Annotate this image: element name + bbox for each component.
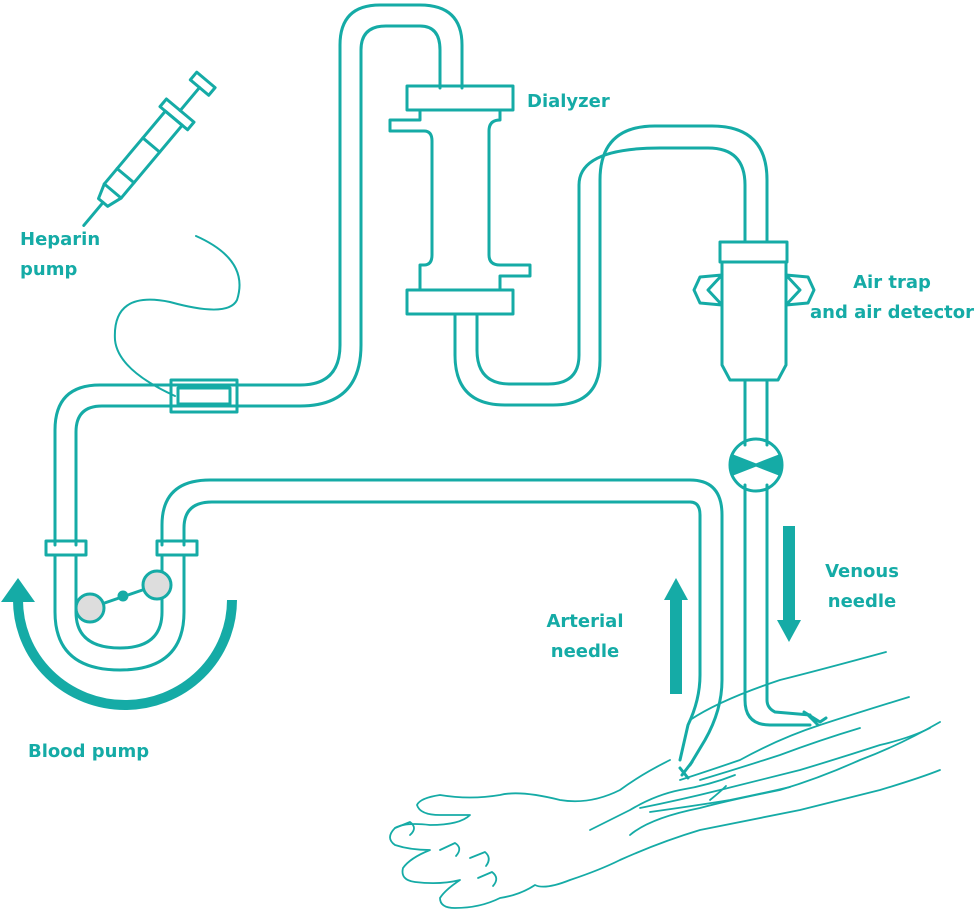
arm-icon [389,651,941,909]
dialyzer-label: Dialyzer [527,87,610,117]
clamp-valve-icon [728,437,784,493]
venous-needle-label: Venous needle [820,557,904,617]
heparin-pump-label-line1: Heparin [20,229,101,250]
blood-pump-tube [44,539,199,672]
air-trap-label-line1: Air trap [853,272,931,293]
air-trap-label: Air trap and air detector [810,268,974,328]
syringe-icon [82,70,217,227]
arterial-needle-label: Arterial needle [543,607,627,667]
air-trap-label-line2: and air detector [810,302,974,323]
dialyzer-label-line1: Dialyzer [527,91,610,112]
blood-pump-label: Blood pump [28,737,149,767]
venous-tube-dialyzer-to-air-trap [453,124,769,407]
heparin-pump-label-line2: pump [20,259,78,280]
heparin-line [113,235,241,397]
rotation-arrow-icon [1,578,237,710]
arterial-tube-from-arm [160,478,724,780]
heparin-connector [169,378,239,414]
heparin-pump-label: Heparin pump [20,225,100,285]
air-trap-icon [692,240,816,382]
flow-arrow-down-icon [777,526,801,642]
blood-pump-rotor-icon [74,569,173,624]
venous-needle-label-line1: Venous [825,561,899,582]
arterial-needle-label-line2: needle [550,641,620,662]
dialyzer-icon [388,84,532,316]
flow-arrow-up-icon [664,578,688,694]
arterial-needle-label-line1: Arterial [546,611,624,632]
blood-pump-label-line1: Blood pump [28,741,150,762]
arterial-tube-to-dialyzer [53,3,464,547]
venous-line [743,378,828,727]
venous-needle-label-line2: needle [827,591,897,612]
